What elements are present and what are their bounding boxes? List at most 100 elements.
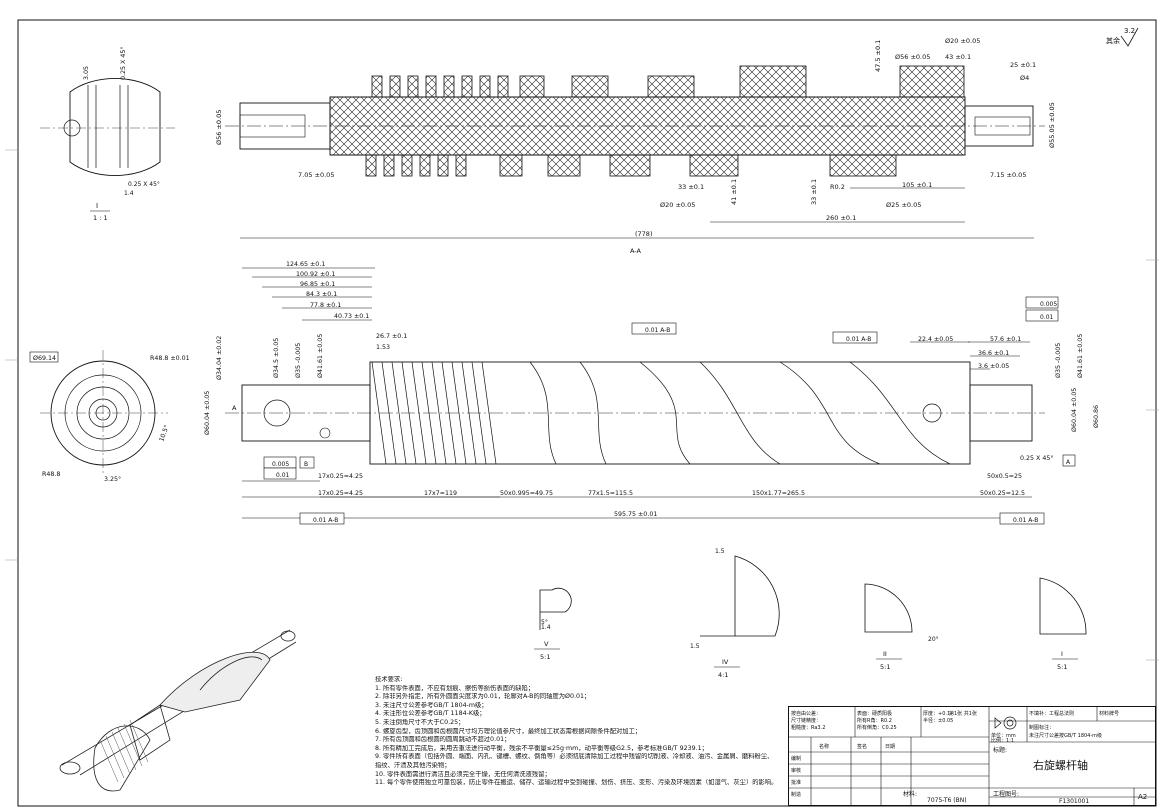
svg-text:B: B [304, 461, 308, 468]
svg-text:1.5: 1.5 [715, 548, 725, 555]
note-item: 11. 每个零件使用独立可靠包装，防止零件在搬运、储存、运输过程中受到碰撞、划伤… [375, 779, 778, 787]
svg-text:Ø34.04 ±0.02: Ø34.04 ±0.02 [215, 336, 223, 380]
svg-text:96.85 ±0.1: 96.85 ±0.1 [300, 281, 335, 288]
svg-text:100.92 ±0.1: 100.92 ±0.1 [296, 271, 335, 278]
svg-text:Ø41.61 ±0.05: Ø41.61 ±0.05 [1076, 334, 1084, 378]
svg-text:0.01 A-B: 0.01 A-B [846, 336, 871, 343]
svg-text:Ø35 -0.005: Ø35 -0.005 [1054, 343, 1062, 378]
note-item: 2. 除非另外指定，所有外圆面尖度求为0.01，轮廓对A-B的同轴度为Ø0.01… [375, 693, 591, 701]
tb-material-code: 材料牌号 [1099, 711, 1120, 717]
tb-surface: 表面：硬质阳极 [857, 711, 893, 717]
tb-col-date: 日期 [885, 744, 896, 750]
tb-material-label: 材料: [903, 791, 918, 798]
tb-col-signature: 签名 [857, 744, 868, 750]
part-name: 右旋螺杆轴 [1033, 759, 1088, 772]
svg-text:Ø56 ±0.05: Ø56 ±0.05 [215, 110, 223, 145]
svg-text:50x0.25=12.5: 50x0.25=12.5 [980, 490, 1025, 497]
svg-text:0.01 A-B: 0.01 A-B [1013, 517, 1038, 524]
svg-text:43 ±0.1: 43 ±0.1 [945, 53, 971, 61]
tb-unit: 单位：mm [991, 733, 1016, 739]
svg-text:17x0.25=4.25: 17x0.25=4.25 [318, 473, 363, 480]
svg-text:25 ±0.1: 25 ±0.1 [1010, 61, 1036, 69]
svg-text:3.25°: 3.25° [104, 475, 121, 483]
detail-label-iv: IV 4:1 [714, 658, 740, 679]
svg-text:Ø69.14: Ø69.14 [33, 354, 56, 362]
svg-text:Ø35 -0.005: Ø35 -0.005 [294, 343, 302, 378]
note-item: 指纹、汗渍及其他污染物； [375, 761, 451, 769]
svg-text:Ø4: Ø4 [1020, 74, 1029, 82]
svg-text:50x0.995=49.75: 50x0.995=49.75 [500, 490, 553, 497]
svg-text:40.73 ±0.1: 40.73 ±0.1 [334, 313, 369, 320]
svg-text:5:1: 5:1 [540, 653, 550, 661]
svg-text:20°: 20° [928, 636, 939, 643]
svg-text:1.4: 1.4 [541, 624, 551, 631]
svg-text:7.05 ±0.05: 7.05 ±0.05 [298, 171, 334, 179]
svg-text:R48.8: R48.8 [42, 471, 60, 478]
tb-row-make: 制造 [791, 792, 802, 798]
sheet-size: A2 [1138, 793, 1148, 801]
svg-text:R0.2: R0.2 [830, 183, 845, 191]
svg-text:A: A [232, 404, 237, 412]
drawing-number: F1301001 [1059, 798, 1090, 805]
svg-text:17x0.25=4.25: 17x0.25=4.25 [318, 490, 363, 497]
svg-text:41 ±0.1: 41 ±0.1 [730, 179, 738, 205]
svg-text:II: II [883, 650, 887, 658]
sheet-border [17, 19, 1157, 807]
technical-requirements: 技术要求: 1. 所有零件表面，不应有划痕、擦伤等损伤表面的缺陷； 2. 除非另… [375, 676, 785, 788]
detail-label-i: I 5:1 [1052, 650, 1078, 671]
note-item: 1. 所有零件表面，不应有划痕、擦伤等损伤表面的缺陷； [375, 684, 535, 692]
svg-text:124.65 ±0.1: 124.65 ±0.1 [286, 261, 325, 268]
svg-text:0.25 X 45°: 0.25 X 45° [119, 47, 127, 81]
tb-scale: 比例：1:1 [991, 738, 1015, 744]
detail-views-row [539, 555, 1087, 637]
note-item: 7. 所有齿顶圆和齿根圆的圆周跳动不超过0.01； [375, 736, 511, 744]
surface-finish-symbol: 其余 3.2 [1106, 27, 1139, 47]
detail-label-v: V 5:1 [534, 640, 560, 661]
note-item: 9. 零件所有表面（包括外圆、端面、内孔、键槽、螺纹、倒角等）必须彻底清除加工过… [375, 753, 774, 761]
svg-text:3.2: 3.2 [1124, 27, 1135, 35]
svg-text:其余: 其余 [1106, 36, 1120, 45]
svg-text:Ø60.04 ±0.05: Ø60.04 ±0.05 [1070, 388, 1078, 432]
tb-chamfer: 所有倒角：C0.25 [857, 725, 897, 731]
svg-text:10.5°: 10.5° [157, 424, 170, 443]
svg-text:1.5: 1.5 [690, 643, 700, 650]
svg-text:57.6 ±0.1: 57.6 ±0.1 [990, 336, 1021, 343]
tb-dim-accuracy: 尺寸链精度： [791, 718, 822, 724]
tb-tolerance: 按自由公差： [791, 711, 822, 717]
svg-text:A: A [1066, 459, 1071, 466]
svg-text:0.01: 0.01 [1040, 314, 1054, 321]
tb-thickness: 厚度：+0.1 [923, 711, 951, 717]
material-value: 7075-T6 (BN) [927, 797, 967, 804]
svg-text:Ø20 ±0.05: Ø20 ±0.05 [945, 37, 980, 45]
tb-row-author: 编制 [791, 756, 802, 762]
svg-text:I: I [1061, 650, 1063, 658]
svg-text:Ø20 ±0.05: Ø20 ±0.05 [660, 201, 695, 209]
note-item: 3. 未注尺寸公差参考GB/T 1804-m级； [375, 701, 488, 709]
svg-text:0.01 A-B: 0.01 A-B [313, 517, 338, 524]
svg-text:3.6 ±0.05: 3.6 ±0.05 [978, 363, 1009, 370]
svg-text:Ø55.05 ±0.05: Ø55.05 ±0.05 [1048, 102, 1056, 148]
note-item: 5. 未注倒角尺寸不大于C0.25； [375, 718, 465, 726]
tb-radius: 所有R角：R0.2 [857, 718, 892, 724]
tb-sheet-count: 第1张 共1张 [949, 711, 977, 717]
svg-text:0.005: 0.005 [1040, 301, 1057, 308]
svg-text:33 ±0.1: 33 ±0.1 [810, 179, 818, 205]
svg-text:77.8 ±0.1: 77.8 ±0.1 [310, 302, 341, 309]
main-view-screw: 124.65 ±0.1 100.92 ±0.1 96.85 ±0.1 84.3 … [203, 261, 1100, 525]
svg-text:Ø34.5 ±0.05: Ø34.5 ±0.05 [272, 338, 280, 378]
svg-text:595.75 ±0.01: 595.75 ±0.01 [614, 511, 657, 518]
svg-text:1.4: 1.4 [124, 190, 134, 197]
note-item: 6. 螺旋齿型，齿顶圆和齿根圆尺寸均方理论值参尺寸，最终加工状态需根据间隙条件配… [375, 727, 642, 735]
svg-text:Ø41.61 ±0.05: Ø41.61 ±0.05 [316, 334, 324, 378]
svg-text:0.01: 0.01 [276, 472, 290, 479]
svg-text:V: V [544, 640, 549, 648]
svg-text:84.3 ±0.1: 84.3 ±0.1 [306, 291, 337, 298]
svg-text:IV: IV [722, 658, 729, 666]
svg-text:50x0.5=25: 50x0.5=25 [987, 473, 1022, 480]
title-block: 按自由公差： 尺寸链精度： 粗糙度：Ra3.2 表面：硬质阳极 所有R角：R0.… [788, 706, 1156, 806]
svg-text:77x1.5=115.5: 77x1.5=115.5 [588, 490, 633, 497]
section-aa-view: (778) A-A 260 ±0.1 105 ±0.1 7.05 ±0.05 Ø… [215, 37, 1056, 255]
svg-text:5:1: 5:1 [1057, 663, 1067, 671]
svg-text:105 ±0.1: 105 ±0.1 [902, 181, 932, 189]
